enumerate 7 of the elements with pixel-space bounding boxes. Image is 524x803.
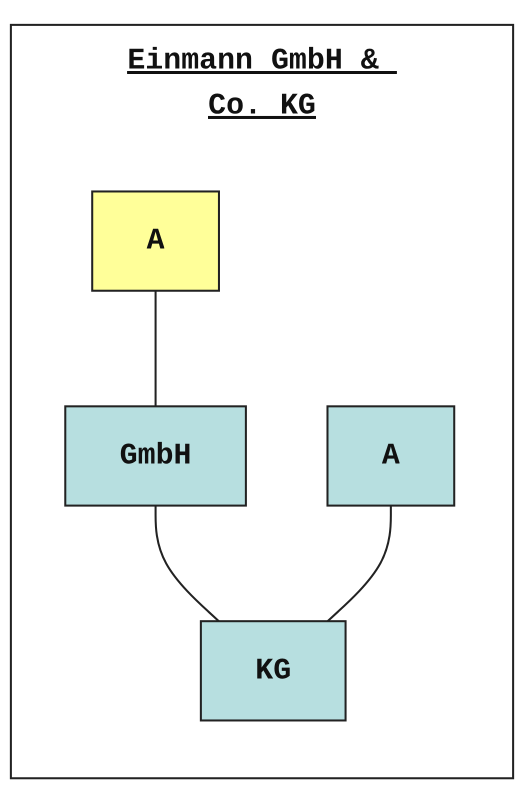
connector <box>154 506 220 622</box>
connector <box>326 506 392 622</box>
node-box: KG <box>200 620 347 722</box>
connector <box>154 290 157 406</box>
node-box: GmbH <box>64 405 247 507</box>
node-box: A <box>326 405 456 507</box>
node-box: A <box>91 190 220 292</box>
